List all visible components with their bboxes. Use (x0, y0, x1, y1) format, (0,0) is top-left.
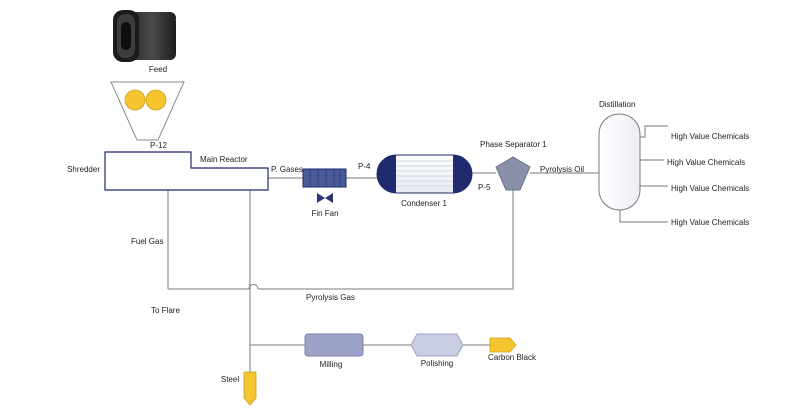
pyrolysis-oil-label: Pyrolysis Oil (540, 165, 584, 174)
p12-label: P-12 (150, 141, 167, 150)
p5-label: P-5 (478, 183, 491, 192)
milling-icon (304, 333, 364, 357)
carbon-black-tag-icon (489, 337, 517, 353)
p4-label: P-4 (358, 162, 371, 171)
hopper-icon (110, 81, 185, 141)
valve-icon (317, 193, 333, 203)
fin-fan-label: Fin Fan (311, 209, 338, 218)
condenser-label: Condenser 1 (401, 199, 447, 208)
phase-separator-icon (495, 156, 531, 191)
milling-label: Milling (320, 360, 343, 369)
to-flare-label: To Flare (151, 306, 180, 315)
hvc-label-3: High Value Chemicals (671, 184, 749, 193)
pyrolysis-gas-label: Pyrolysis Gas (306, 293, 355, 302)
steel-tag-icon (243, 371, 257, 406)
tire-stack-icon (113, 10, 176, 62)
feed-label: Feed (149, 65, 167, 74)
line-pyrolysis-gas (258, 188, 514, 290)
distillation-label: Distillation (599, 100, 635, 109)
phase-separator-label: Phase Separator 1 (480, 140, 547, 149)
polishing-label: Polishing (421, 359, 453, 368)
line-hvc-4 (619, 210, 668, 223)
shredder-roller-left (124, 89, 146, 111)
shredder-label: Shredder (67, 165, 100, 174)
process-lines (167, 125, 668, 372)
distillation-column-icon (598, 113, 641, 211)
main-reactor (104, 151, 269, 191)
p-gases-label: P. Gases (271, 165, 303, 174)
hvc-label-1: High Value Chemicals (671, 132, 749, 141)
fin-fan-icon (302, 168, 347, 188)
line-hop (248, 284, 259, 290)
hvc-label-2: High Value Chemicals (667, 158, 745, 167)
carbon-black-label: Carbon Black (488, 353, 537, 362)
main-reactor-label: Main Reactor (200, 155, 248, 164)
fuel-gas-label: Fuel Gas (131, 237, 163, 246)
steel-label: Steel (221, 375, 239, 384)
condenser-icon (376, 154, 473, 194)
shredder-roller-right (145, 89, 167, 111)
hvc-label-4: High Value Chemicals (671, 218, 749, 227)
polishing-icon (410, 333, 464, 357)
